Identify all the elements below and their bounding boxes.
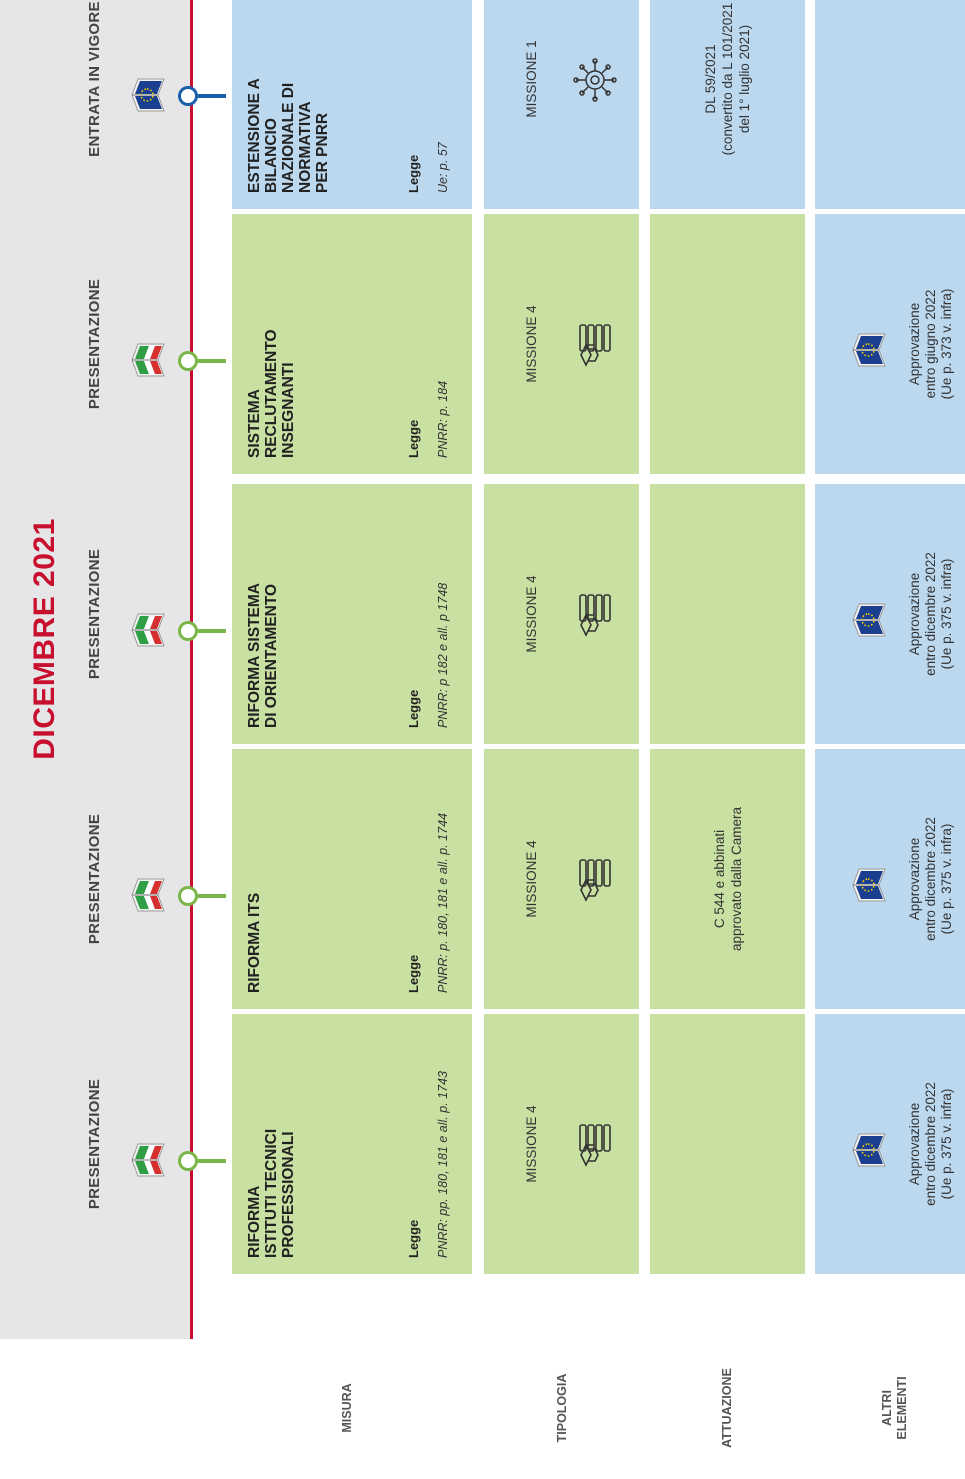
attuazione-card: DL 59/2021 (convertito da L 101/2021 del…	[650, 0, 805, 209]
italy-flag-book-icon	[118, 875, 175, 915]
timeline-column: PRESENTAZIONE RIFORMA ITS Legge PNRR: p. 18…	[0, 749, 965, 1009]
timeline-connector	[198, 359, 226, 363]
eu-book-icon	[839, 1130, 896, 1170]
altri-elementi-card	[815, 0, 965, 209]
type-label: Legge	[406, 419, 421, 458]
altri-elementi-text: Approvazione entro giugno 2022 (Ue p. 37…	[907, 288, 954, 400]
attuazione-text: C 544 e abbinati approvato dalla Camera	[711, 806, 744, 952]
reference-text: PNRR: p. 180, 181 e all. p. 1744	[436, 813, 450, 993]
phase-label: ENTRATA IN VIGORE	[86, 1, 103, 157]
type-label: Legge	[406, 1219, 421, 1258]
row-label-misura: MISURA	[340, 1383, 354, 1433]
italy-flag-book-icon	[118, 610, 175, 650]
measure-card: RIFORMA ITS Legge PNRR: p. 180, 181 e all.…	[232, 749, 472, 1009]
timeline-column: PRESENTAZIONE RIFORMA ISTITUTI TECNICI PR…	[0, 1014, 965, 1274]
altri-elementi-card: Approvazione entro dicembre 2022 (Ue p. …	[815, 484, 965, 744]
timeline-connector	[198, 1159, 226, 1163]
timeline-connector	[198, 94, 226, 98]
attuazione-card	[650, 484, 805, 744]
altri-elementi-card: Approvazione entro giugno 2022 (Ue p. 37…	[815, 214, 965, 474]
measure-card: RIFORMA SISTEMA DI ORIENTAMENTO Legge PNRR…	[232, 484, 472, 744]
measure-title: RIFORMA ISTITUTI TECNICI PROFESSIONALI	[246, 1128, 297, 1258]
reference-text: PNRR: p 182 e all. p 1748	[436, 582, 450, 728]
italy-flag-book-icon	[118, 1140, 175, 1180]
education-books-icon	[572, 321, 623, 369]
altri-elementi-card: Approvazione entro dicembre 2022 (Ue p. …	[815, 749, 965, 1009]
attuazione-text	[650, 1022, 805, 1266]
phase-label: PRESENTAZIONE	[86, 1078, 103, 1210]
attuazione-text: DL 59/2021 (convertito da L 101/2021 del…	[703, 2, 752, 156]
tipologia-card: MISSIONE 4	[484, 214, 639, 474]
type-label: Legge	[406, 154, 421, 193]
eu-book-icon	[118, 75, 175, 115]
tipologia-card: MISSIONE 4	[484, 749, 639, 1009]
altri-elementi-text: Approvazione entro dicembre 2022 (Ue p. …	[907, 1082, 954, 1206]
timeline-connector	[198, 629, 226, 633]
timeline-marker	[178, 886, 198, 906]
mission-label: MISSIONE 4	[524, 840, 539, 918]
attuazione-card	[650, 214, 805, 474]
attuazione-text	[650, 492, 805, 736]
reference-text: Ue: p. 57	[436, 142, 450, 193]
phase-label: PRESENTAZIONE	[86, 813, 103, 945]
eu-book-icon	[839, 865, 896, 905]
digital-network-icon	[572, 56, 623, 104]
altri-elementi-text: Approvazione entro dicembre 2022 (Ue p. …	[907, 552, 954, 676]
education-books-icon	[572, 591, 623, 639]
mission-label: MISSIONE 4	[524, 1105, 539, 1183]
attuazione-card	[650, 1014, 805, 1274]
education-books-icon	[572, 1121, 623, 1169]
measure-title: ESTENSIONE A BILANCIO NAZIONALE DI NORMA…	[246, 78, 331, 193]
timeline-marker	[178, 86, 198, 106]
type-label: Legge	[406, 689, 421, 728]
timeline-column: PRESENTAZIONE RIFORMA SISTEMA DI ORIENTAM…	[0, 484, 965, 744]
timeline-column: ENTRATA IN VIGORE ESTENSIONE A BILANCIO N…	[0, 0, 965, 209]
type-label: Legge	[406, 954, 421, 993]
eu-book-icon	[839, 600, 896, 640]
row-label-altri-elementi: ALTRI ELEMENTI	[880, 1376, 909, 1440]
measure-card: RIFORMA ISTITUTI TECNICI PROFESSIONALI Le…	[232, 1014, 472, 1274]
timeline-marker	[178, 621, 198, 641]
italy-flag-book-icon	[118, 340, 175, 380]
phase-label: PRESENTAZIONE	[86, 548, 103, 680]
attuazione-text	[650, 222, 805, 466]
measure-title: RIFORMA SISTEMA DI ORIENTAMENTO	[246, 583, 280, 728]
measure-title: SISTEMA RECLUTAMENTO INSEGNANTI	[246, 329, 297, 458]
attuazione-card: C 544 e abbinati approvato dalla Camera	[650, 749, 805, 1009]
altri-elementi-text: Approvazione entro dicembre 2022 (Ue p. …	[907, 817, 954, 941]
measure-card: ESTENSIONE A BILANCIO NAZIONALE DI NORMA…	[232, 0, 472, 209]
altri-elementi-card: Approvazione entro dicembre 2022 (Ue p. …	[815, 1014, 965, 1274]
tipologia-card: MISSIONE 4	[484, 1014, 639, 1274]
timeline-connector	[198, 894, 226, 898]
tipologia-card: MISSIONE 4	[484, 484, 639, 744]
row-label-attuazione: ATTUAZIONE	[720, 1368, 734, 1448]
mission-label: MISSIONE 4	[524, 575, 539, 653]
education-books-icon	[572, 856, 623, 904]
mission-label: MISSIONE 4	[524, 305, 539, 383]
row-label-tipologia: TIPOLOGIA	[555, 1373, 569, 1443]
timeline-column: PRESENTAZIONE SISTEMA RECLUTAMENTO INSEGN…	[0, 214, 965, 474]
reference-text: PNRR: pp. 180, 181 e all. p. 1743	[436, 1071, 450, 1258]
reference-text: PNRR: p. 184	[436, 380, 450, 458]
mission-label: MISSIONE 1	[524, 40, 539, 118]
measure-card: SISTEMA RECLUTAMENTO INSEGNANTI Legge PNRR…	[232, 214, 472, 474]
tipologia-card: MISSIONE 1	[484, 0, 639, 209]
timeline-marker	[178, 351, 198, 371]
timeline-marker	[178, 1151, 198, 1171]
measure-title: RIFORMA ITS	[246, 892, 263, 993]
phase-label: PRESENTAZIONE	[86, 278, 103, 410]
eu-book-icon	[839, 330, 896, 370]
